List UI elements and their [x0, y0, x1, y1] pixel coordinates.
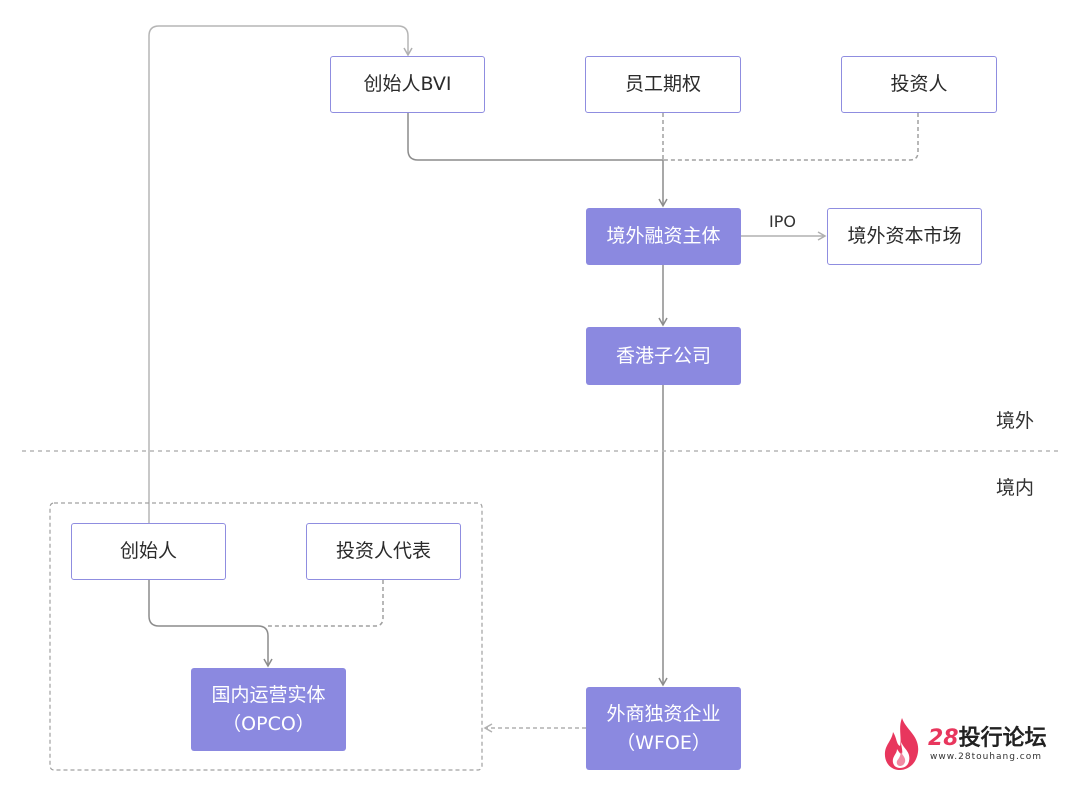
node-investors-label: 投资人	[890, 73, 948, 96]
edge-bvi-to-entity	[407, 113, 668, 208]
node-wfoe-label-line1: 外商独资企业	[606, 703, 721, 725]
node-opco: 国内运营实体 （OPCO）	[191, 668, 346, 751]
edge-investors-to-entity	[663, 113, 919, 161]
node-investor-rep-label: 投资人代表	[335, 540, 431, 563]
node-wfoe-label-line2: （WFOE）	[616, 731, 711, 754]
node-offshore-entity: 境外融资主体	[586, 208, 741, 265]
region-label-onshore: 境内	[996, 477, 1035, 499]
node-esop-label: 员工期权	[624, 73, 701, 96]
node-founder: 创始人	[71, 523, 226, 580]
node-founder-bvi: 创始人BVI	[330, 56, 485, 113]
edge-investor-rep-to-opco	[268, 580, 384, 627]
domestic-group-box	[49, 502, 483, 771]
region-label-offshore: 境外	[996, 410, 1035, 432]
node-founder-label: 创始人	[119, 540, 177, 563]
logo-title: 28投行论坛	[928, 720, 1047, 752]
logo-name: 投行论坛	[958, 726, 1047, 751]
node-offshore-market-label: 境外资本市场	[847, 225, 962, 248]
edge-founder-to-opco	[148, 580, 273, 668]
node-offshore-entity-label: 境外融资主体	[606, 225, 721, 248]
node-investor-rep: 投资人代表	[306, 523, 461, 580]
node-investors: 投资人	[841, 56, 997, 113]
edge-label-ipo: IPO	[769, 212, 796, 231]
node-hk-subsidiary-label: 香港子公司	[615, 344, 711, 367]
node-wfoe: 外商独资企业 （WFOE）	[586, 687, 741, 770]
edge-founder-to-bvi	[148, 25, 413, 523]
logo-number: 28	[928, 726, 959, 751]
node-opco-label-line1: 国内运营实体	[211, 684, 326, 706]
node-esop: 员工期权	[585, 56, 741, 113]
logo-url: www.28touhang.com	[930, 752, 1043, 762]
node-founder-bvi-label: 创始人BVI	[363, 73, 452, 96]
node-hk-subsidiary: 香港子公司	[586, 327, 741, 385]
watermark-logo: 28投行论坛 www.28touhang.com	[880, 714, 1070, 774]
node-opco-label-line2: （OPCO）	[222, 712, 315, 735]
flame-icon	[884, 718, 919, 770]
node-offshore-market: 境外资本市场	[827, 208, 982, 265]
